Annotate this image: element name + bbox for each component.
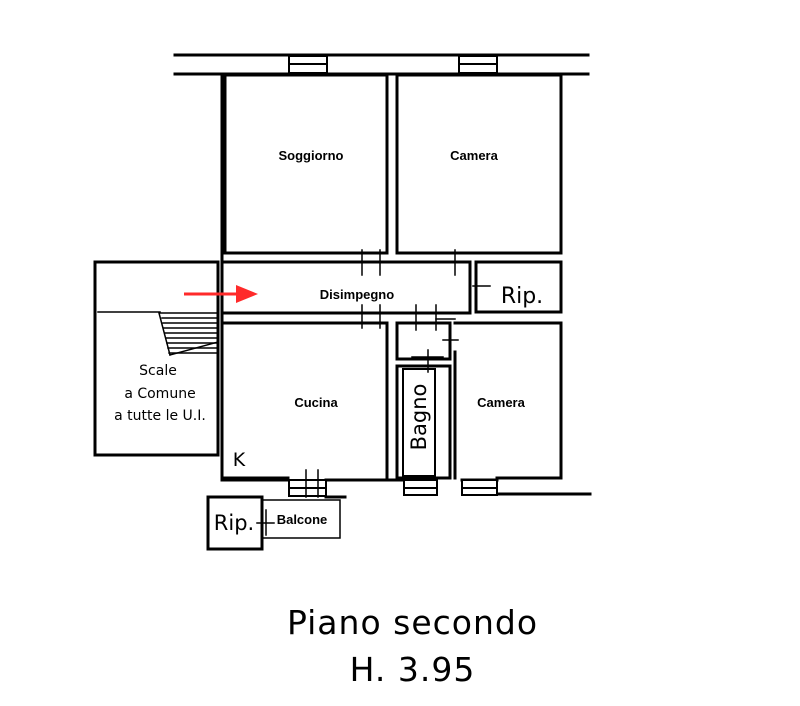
label-soggiorno: Soggiorno bbox=[279, 148, 344, 163]
room-balcone bbox=[256, 499, 341, 539]
stair-note-line1: Scale bbox=[139, 363, 177, 379]
floor-plan: Soggiorno Camera Disimpegno Rip. Cucina … bbox=[93, 53, 592, 551]
kitchen-marker: K bbox=[233, 449, 246, 471]
label-camera-bottom: Camera bbox=[477, 395, 525, 410]
top-facade-wall bbox=[173, 53, 590, 76]
room-cucina bbox=[223, 321, 389, 480]
entrance-arrow-icon bbox=[184, 285, 258, 303]
stair-note-line3: a tutte le U.I. bbox=[114, 408, 206, 424]
label-rip-bottom: Rip. bbox=[214, 511, 254, 535]
room-soggiorno bbox=[223, 73, 389, 255]
label-rip-right: Rip. bbox=[501, 284, 543, 309]
kitchen-door-marks bbox=[305, 469, 319, 498]
floor-caption: Piano secondo bbox=[286, 603, 539, 642]
label-balcone: Balcone bbox=[277, 512, 328, 527]
room-camera-top bbox=[395, 73, 563, 255]
bagno-door-marks bbox=[411, 329, 459, 373]
stair-block bbox=[93, 260, 220, 457]
top-windows bbox=[288, 55, 498, 74]
label-cucina: Cucina bbox=[294, 395, 338, 410]
room-camera-bottom bbox=[453, 321, 563, 480]
bottom-windows bbox=[288, 479, 498, 497]
height-caption: H. 3.95 bbox=[349, 650, 476, 689]
label-bagno: Bagno bbox=[407, 384, 431, 451]
stair-steps bbox=[97, 311, 219, 356]
label-disimpegno: Disimpegno bbox=[320, 287, 394, 302]
stair-note-line2: a Comune bbox=[124, 386, 195, 402]
room-disimpegno bbox=[223, 260, 472, 315]
label-camera-top: Camera bbox=[450, 148, 498, 163]
room-rip-right bbox=[474, 260, 563, 314]
